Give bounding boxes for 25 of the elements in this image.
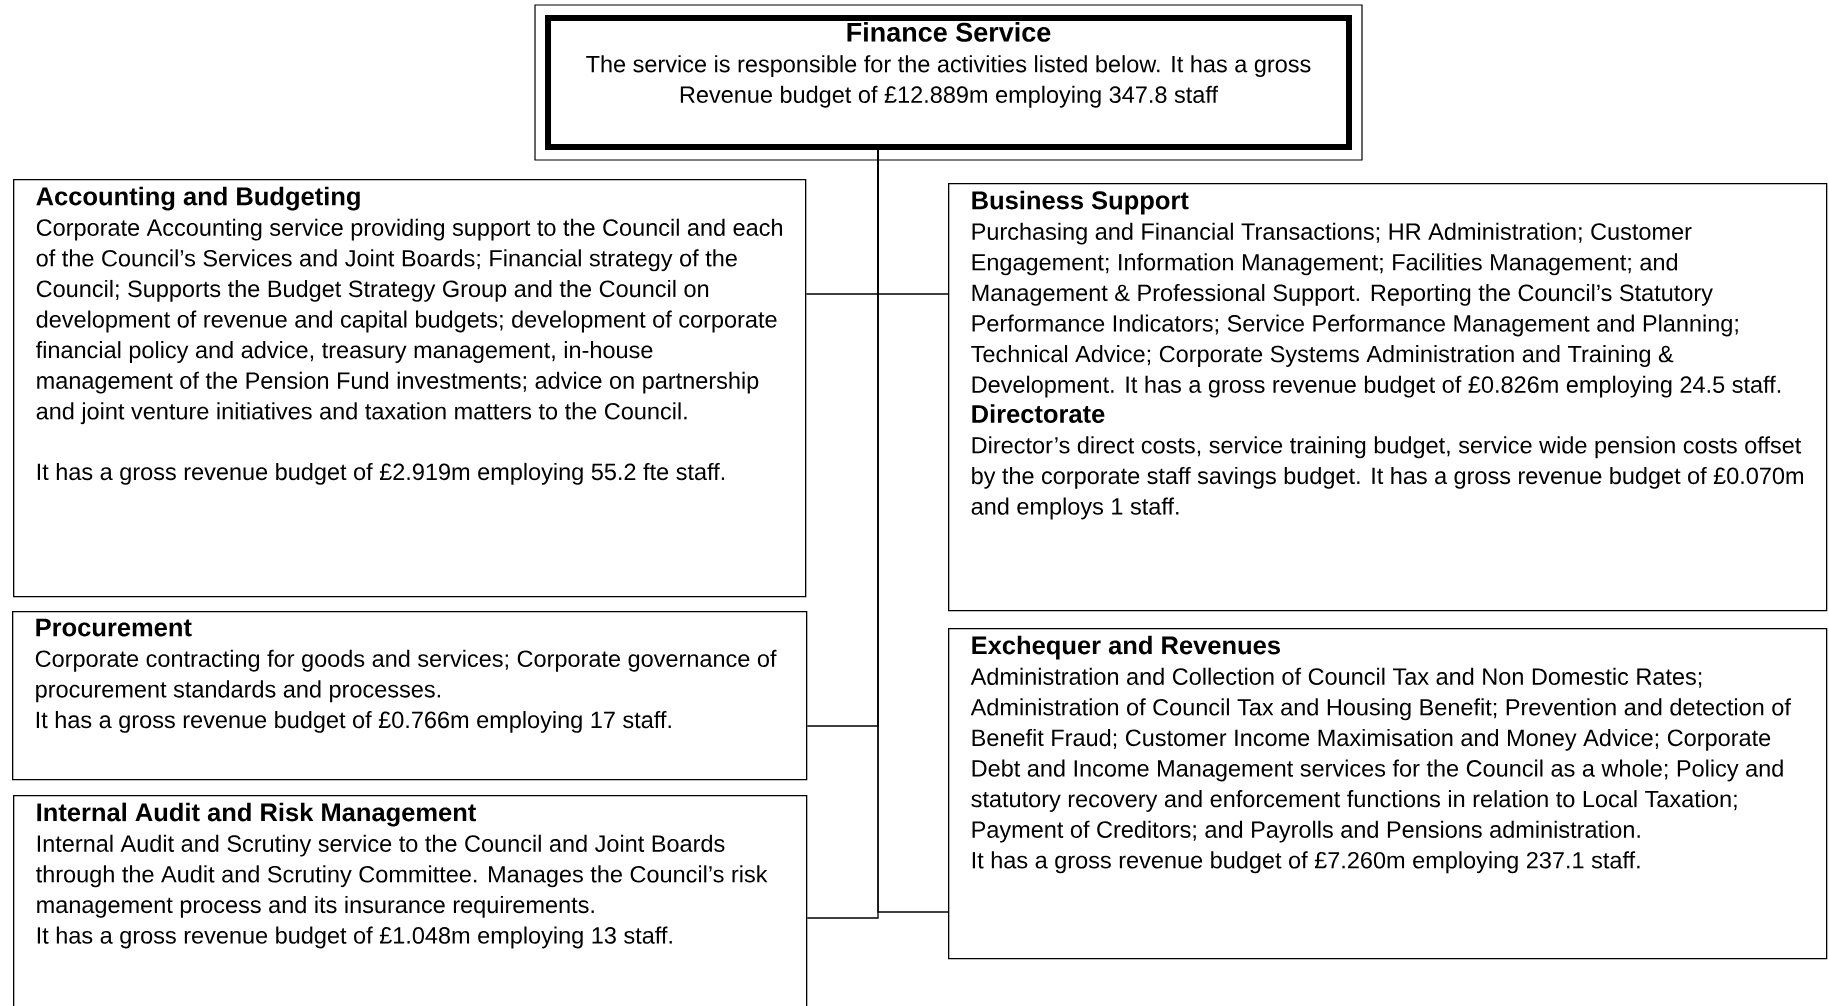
node-heading: Directorate (972, 404, 1105, 423)
node-description: Administration and Collection of Council Tax and Non Domestic Rates; Administration of Council Tax and Housing Benefit; Prevention and detection of Benefit Fraud; Customer Income Maximisation and Money Advice; Corporate Debt and Income Management services for the Council as a whole; Policy and statutory recovery and enforcement functions in relation to Local Taxation; Payment of Creditors; and Payrolls and Pensions administration. (970, 667, 1791, 843)
node-description: It has a gross revenue budget of £1.048m employing 13 staff. (37, 926, 672, 949)
node-heading: Internal Audit and Risk Management (37, 802, 476, 827)
node-heading: Business Support (972, 190, 1189, 215)
node-description: Internal Audit and Scrutiny service to the Council and Joint Boards through the Audit and Scrutiny Committee. Manages the Council’s risk management process and its insurance requirements. (36, 834, 768, 918)
node-heading: Exchequer and Revenues (972, 635, 1280, 660)
node-description: It has a gross revenue budget of £0.766m employing 17 staff. (36, 710, 671, 733)
service-box (948, 183, 1828, 612)
connector-line (806, 149, 879, 919)
node-heading: Accounting and Budgeting (36, 186, 360, 211)
service-box (948, 628, 1828, 960)
node-heading: Procurement (36, 618, 192, 637)
node-description: Corporate contracting for goods and services; Corporate governance of procurement standards and processes. (35, 649, 777, 703)
title-box (534, 4, 1363, 161)
node-heading: Finance Service (847, 22, 1051, 42)
node-description: Purchasing and Financial Transactions; HR Administration; Customer Engagement; Information Management; Facilities Management; and Management & Professional Support. Reporting the Council’s Statutory Performance Indicators; Service Performance Management and Planning; Technical Advice; Corporate Systems Administration and Training & Development. It has a gross revenue budget of £0.826m employing 24.5 staff. (971, 222, 1781, 398)
node-description: It has a gross revenue budget of £2.919m employing 55.2 fte staff. (37, 462, 725, 485)
service-box (12, 611, 808, 781)
service-box (13, 179, 807, 598)
node-description: It has a gross revenue budget of £7.260m employing 237.1 staff. (972, 851, 1640, 874)
node-description: The service is responsible for the activities listed below. It has a gross Revenue budget of £12.889m employing 347.8 staff (586, 55, 1311, 108)
node-description: Director’s direct costs, service training budget, service wide pension costs offset by the corporate staff savings budget. It has a gross revenue budget of £0.070m and employs 1 staff. (971, 436, 1803, 520)
service-box (13, 795, 808, 1006)
node-description: Corporate Accounting service providing support to the Council and each of the Council’s Services and Joint Boards; Financial strategy of the Council; Supports the Budget Strategy Group and the Council on development of revenue and capital budgets; development of corporate financial policy and advice, treasury management, in-house management of the Pension Fund investments; advice on partnership and joint venture initiatives and taxation matters to the Council. (36, 218, 782, 425)
